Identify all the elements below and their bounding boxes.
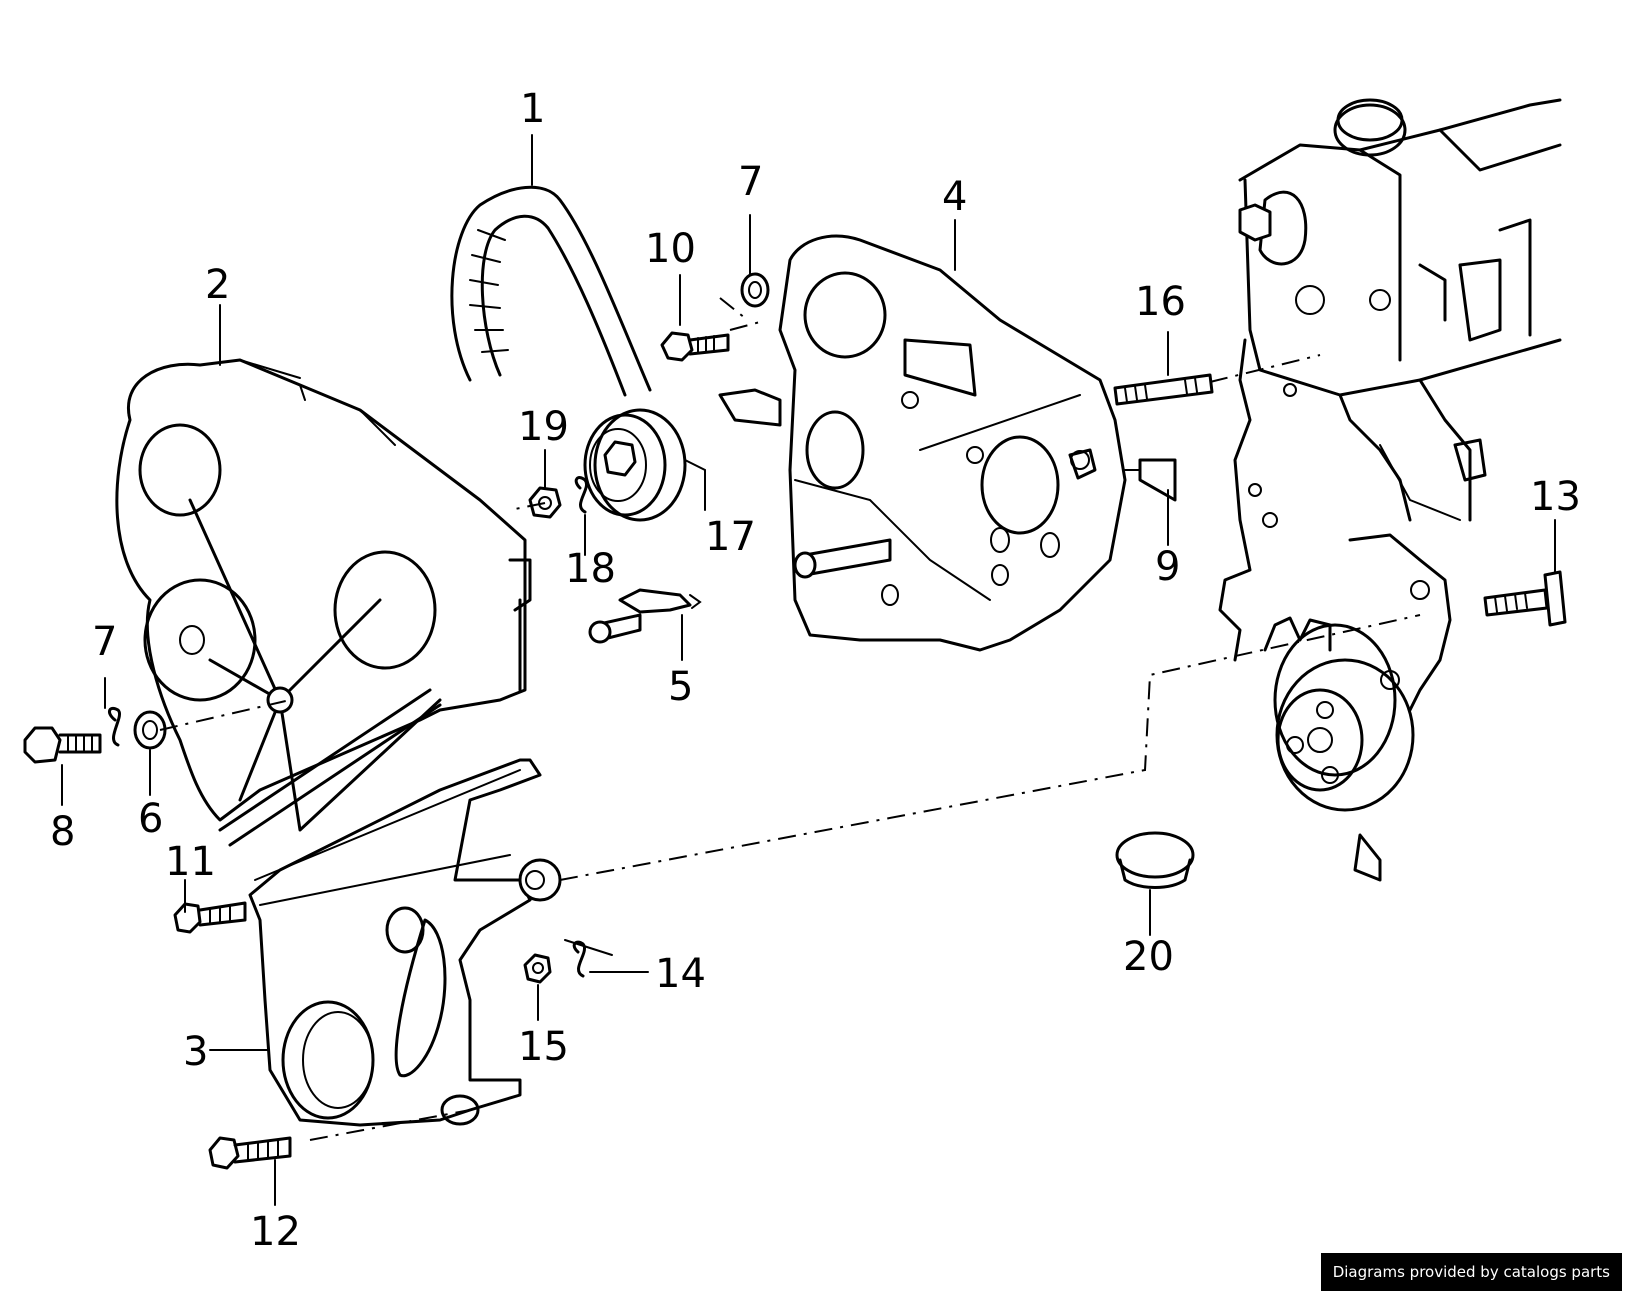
callout-18: 18 xyxy=(565,546,616,592)
timing-belt[interactable] xyxy=(450,185,652,397)
lock-washer-18[interactable] xyxy=(574,476,588,514)
bolt-11[interactable] xyxy=(173,901,247,934)
leader-lines xyxy=(61,134,1556,1206)
lock-washer-14[interactable] xyxy=(572,940,586,978)
alignment-lines xyxy=(159,297,1421,1141)
plug-20[interactable] xyxy=(1115,831,1195,889)
nut-19[interactable] xyxy=(528,486,562,519)
bolt-8[interactable] xyxy=(23,726,102,764)
callout-7a: 7 xyxy=(92,619,117,665)
callout-2: 2 xyxy=(205,262,230,308)
callout-19: 19 xyxy=(518,404,569,450)
callout-16: 16 xyxy=(1135,279,1186,325)
credit-badge: Diagrams provided by catalogs parts xyxy=(1320,1253,1622,1291)
bolt-13[interactable] xyxy=(1483,570,1567,627)
upper-timing-belt-cover[interactable] xyxy=(115,358,532,847)
callout-11: 11 xyxy=(165,839,216,885)
tensioner-pulley[interactable] xyxy=(583,408,706,522)
callout-3: 3 xyxy=(183,1029,208,1075)
rear-belt-guard[interactable] xyxy=(718,234,1177,652)
bolt-12[interactable] xyxy=(208,1136,292,1170)
stud-16[interactable] xyxy=(1113,373,1214,406)
callout-14: 14 xyxy=(655,951,706,997)
tensioner-bolt[interactable] xyxy=(588,588,702,644)
callout-9: 9 xyxy=(1155,544,1180,590)
lock-washer-7-left[interactable] xyxy=(107,706,121,747)
washer-7-upper[interactable] xyxy=(740,272,770,308)
callout-17: 17 xyxy=(705,514,756,560)
nut-15[interactable] xyxy=(523,953,552,984)
crankshaft-pulley[interactable] xyxy=(1263,533,1452,882)
callout-labels: 1 2 3 4 5 6 7 7 8 9 10 11 12 13 14 15 16… xyxy=(50,86,1581,1255)
callout-20: 20 xyxy=(1123,934,1174,980)
callout-5: 5 xyxy=(668,664,693,710)
callout-4: 4 xyxy=(942,174,967,220)
spacer-6[interactable] xyxy=(133,710,167,750)
callout-6: 6 xyxy=(138,796,163,842)
bolt-10[interactable] xyxy=(660,331,730,362)
callout-10: 10 xyxy=(645,226,696,272)
callout-15: 15 xyxy=(518,1024,569,1070)
callout-7b: 7 xyxy=(738,159,763,205)
engine-block xyxy=(1218,98,1562,662)
callout-8: 8 xyxy=(50,809,75,855)
callout-13: 13 xyxy=(1530,474,1581,520)
callout-1: 1 xyxy=(520,86,545,132)
callout-12: 12 xyxy=(250,1209,301,1255)
